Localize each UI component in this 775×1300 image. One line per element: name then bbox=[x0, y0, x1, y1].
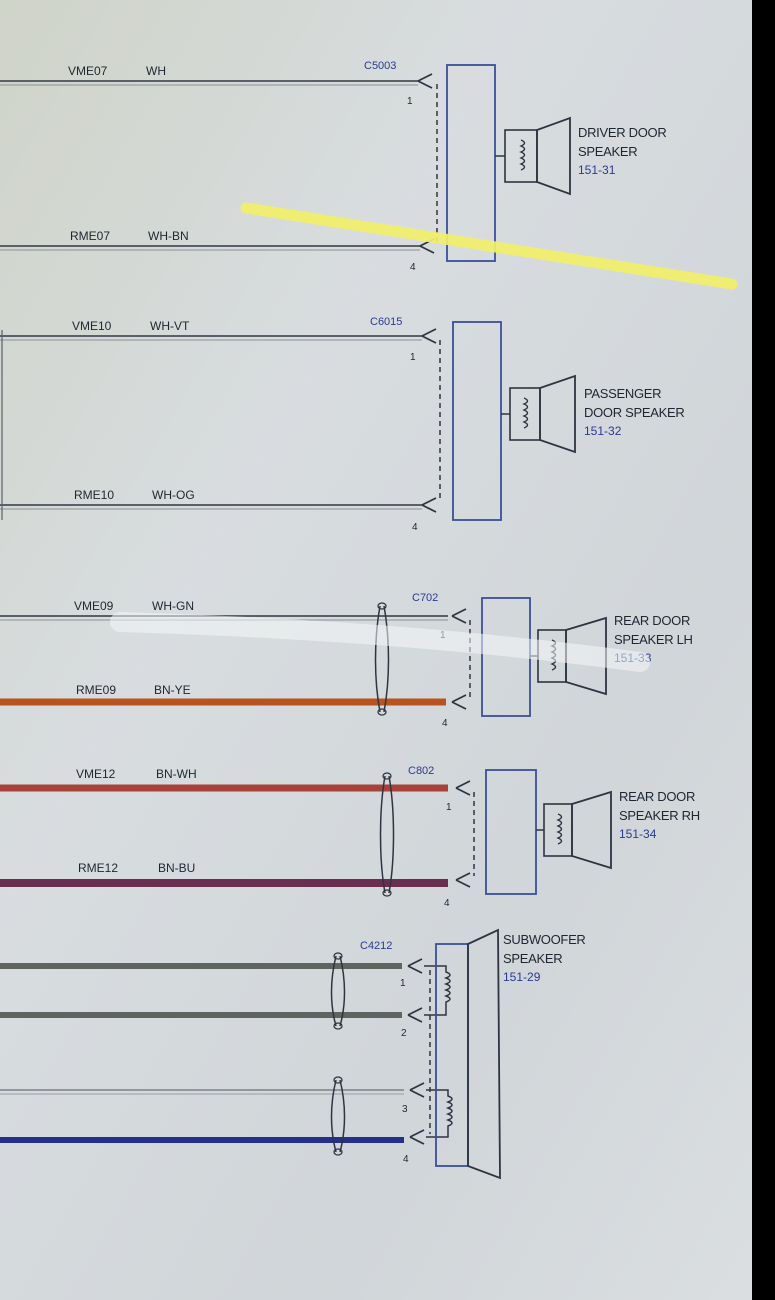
coil-icon bbox=[556, 813, 563, 845]
color-label: WH-VT bbox=[150, 319, 190, 333]
speaker-body bbox=[485, 769, 537, 895]
twist-end bbox=[377, 708, 387, 716]
speaker-ref: 151-34 bbox=[619, 827, 657, 841]
connector-label: C5003 bbox=[364, 60, 396, 72]
coil-icon bbox=[424, 965, 451, 1016]
speaker-body bbox=[452, 321, 502, 521]
circuit-label: VME12 bbox=[76, 767, 116, 781]
speaker-name: REAR DOOR bbox=[614, 613, 690, 628]
speaker-name: SPEAKER LH bbox=[614, 632, 693, 647]
twist-end bbox=[382, 772, 392, 780]
speaker-name: DRIVER DOOR bbox=[578, 125, 666, 140]
circuit-label: VME09 bbox=[74, 599, 114, 613]
pin-number: 2 bbox=[401, 1028, 407, 1039]
twist-end bbox=[333, 1148, 343, 1156]
circuit-label: VME07 bbox=[68, 64, 108, 78]
screen-glare bbox=[110, 612, 650, 672]
pin-number: 4 bbox=[403, 1154, 409, 1165]
speaker-cone-icon bbox=[467, 928, 501, 1180]
color-label: WH-GN bbox=[152, 599, 194, 613]
highlighter-mark bbox=[240, 202, 738, 290]
speaker-name: SUBWOOFER bbox=[503, 932, 586, 947]
twist-end bbox=[377, 602, 387, 610]
speaker-name: PASSENGER bbox=[584, 386, 661, 401]
speaker-name: SPEAKER bbox=[503, 951, 562, 966]
pin-arrow bbox=[409, 1129, 425, 1145]
twisted-pair-icon bbox=[374, 605, 390, 713]
pin-arrow bbox=[451, 608, 467, 624]
speaker-name: SPEAKER RH bbox=[619, 808, 700, 823]
connector-label: C702 bbox=[412, 592, 438, 604]
monitor-bezel bbox=[752, 0, 775, 1300]
twisted-pair-icon bbox=[379, 775, 395, 894]
pin-arrow bbox=[451, 694, 467, 710]
pin-number: 1 bbox=[446, 802, 452, 813]
speaker-cone-icon bbox=[536, 116, 571, 196]
color-label: WH-OG bbox=[152, 488, 195, 502]
color-label: BN-YE bbox=[154, 683, 191, 697]
speaker-name: DOOR SPEAKER bbox=[584, 405, 684, 420]
pin-arrow bbox=[455, 780, 471, 796]
pin-number: 1 bbox=[410, 352, 416, 363]
circuit-label: RME12 bbox=[78, 861, 118, 875]
color-label: BN-BU bbox=[158, 861, 195, 875]
twisted-pair-icon bbox=[330, 955, 346, 1027]
coil-icon bbox=[519, 139, 526, 171]
pin-arrow bbox=[455, 872, 471, 888]
speaker-ref: 151-32 bbox=[584, 424, 622, 438]
pin-number: 1 bbox=[407, 96, 413, 107]
pin-arrow bbox=[407, 1007, 423, 1023]
twist-end bbox=[333, 952, 343, 960]
rear-door-speaker-rh-group: VME12 BN-WH C802 1 RME12 BN-BU 4 REAR DO… bbox=[0, 765, 700, 909]
twist-end bbox=[382, 889, 392, 897]
speaker-body bbox=[446, 64, 496, 262]
connector-label: C6015 bbox=[370, 316, 402, 328]
coil-icon bbox=[426, 1089, 453, 1138]
circuit-label: RME10 bbox=[74, 488, 114, 502]
rear-door-speaker-lh-group: VME09 WH-GN C702 1 RME09 BN-YE 4 REAR DO… bbox=[0, 592, 693, 729]
pin-number: 4 bbox=[442, 718, 448, 729]
color-label: BN-WH bbox=[156, 767, 197, 781]
speaker-ref: 151-29 bbox=[503, 970, 541, 984]
color-label: WH bbox=[146, 64, 166, 78]
pin-arrow bbox=[421, 328, 437, 344]
circuit-label: RME09 bbox=[76, 683, 116, 697]
speaker-cone-icon bbox=[565, 616, 607, 696]
driver-door-speaker-group: VME07 WH C5003 1 RME07 WH-BN 4 DRIVER DO… bbox=[0, 60, 667, 273]
speaker-cone-icon bbox=[571, 790, 612, 870]
color-label: WH-BN bbox=[148, 229, 189, 243]
pin-number: 3 bbox=[402, 1104, 408, 1115]
circuit-label: VME10 bbox=[72, 319, 112, 333]
pin-number: 4 bbox=[410, 262, 416, 273]
speaker-name: REAR DOOR bbox=[619, 789, 695, 804]
pin-arrow bbox=[409, 1082, 425, 1098]
passenger-door-speaker-group: VME10 WH-VT C6015 1 RME10 WH-OG 4 PASSEN… bbox=[0, 316, 685, 533]
twisted-pair-icon bbox=[330, 1079, 346, 1153]
pin-number: 4 bbox=[444, 898, 450, 909]
speaker-cone-icon bbox=[539, 374, 576, 454]
pin-arrow bbox=[417, 73, 433, 89]
pin-number: 1 bbox=[400, 978, 406, 989]
connector-label: C4212 bbox=[360, 940, 392, 952]
subwoofer-speaker-group: C4212 1 2 3 4 SUBWOOFER SPEAKER 151-29 bbox=[0, 928, 586, 1180]
twist-end bbox=[333, 1022, 343, 1030]
pin-arrow bbox=[421, 497, 437, 513]
connector-label: C802 bbox=[408, 765, 434, 777]
circuit-label: RME07 bbox=[70, 229, 110, 243]
pin-arrow bbox=[407, 958, 423, 974]
twist-end bbox=[333, 1076, 343, 1084]
pin-number: 4 bbox=[412, 522, 418, 533]
speaker-ref: 151-31 bbox=[578, 163, 616, 177]
coil-icon bbox=[522, 397, 529, 429]
speaker-name: SPEAKER bbox=[578, 144, 637, 159]
